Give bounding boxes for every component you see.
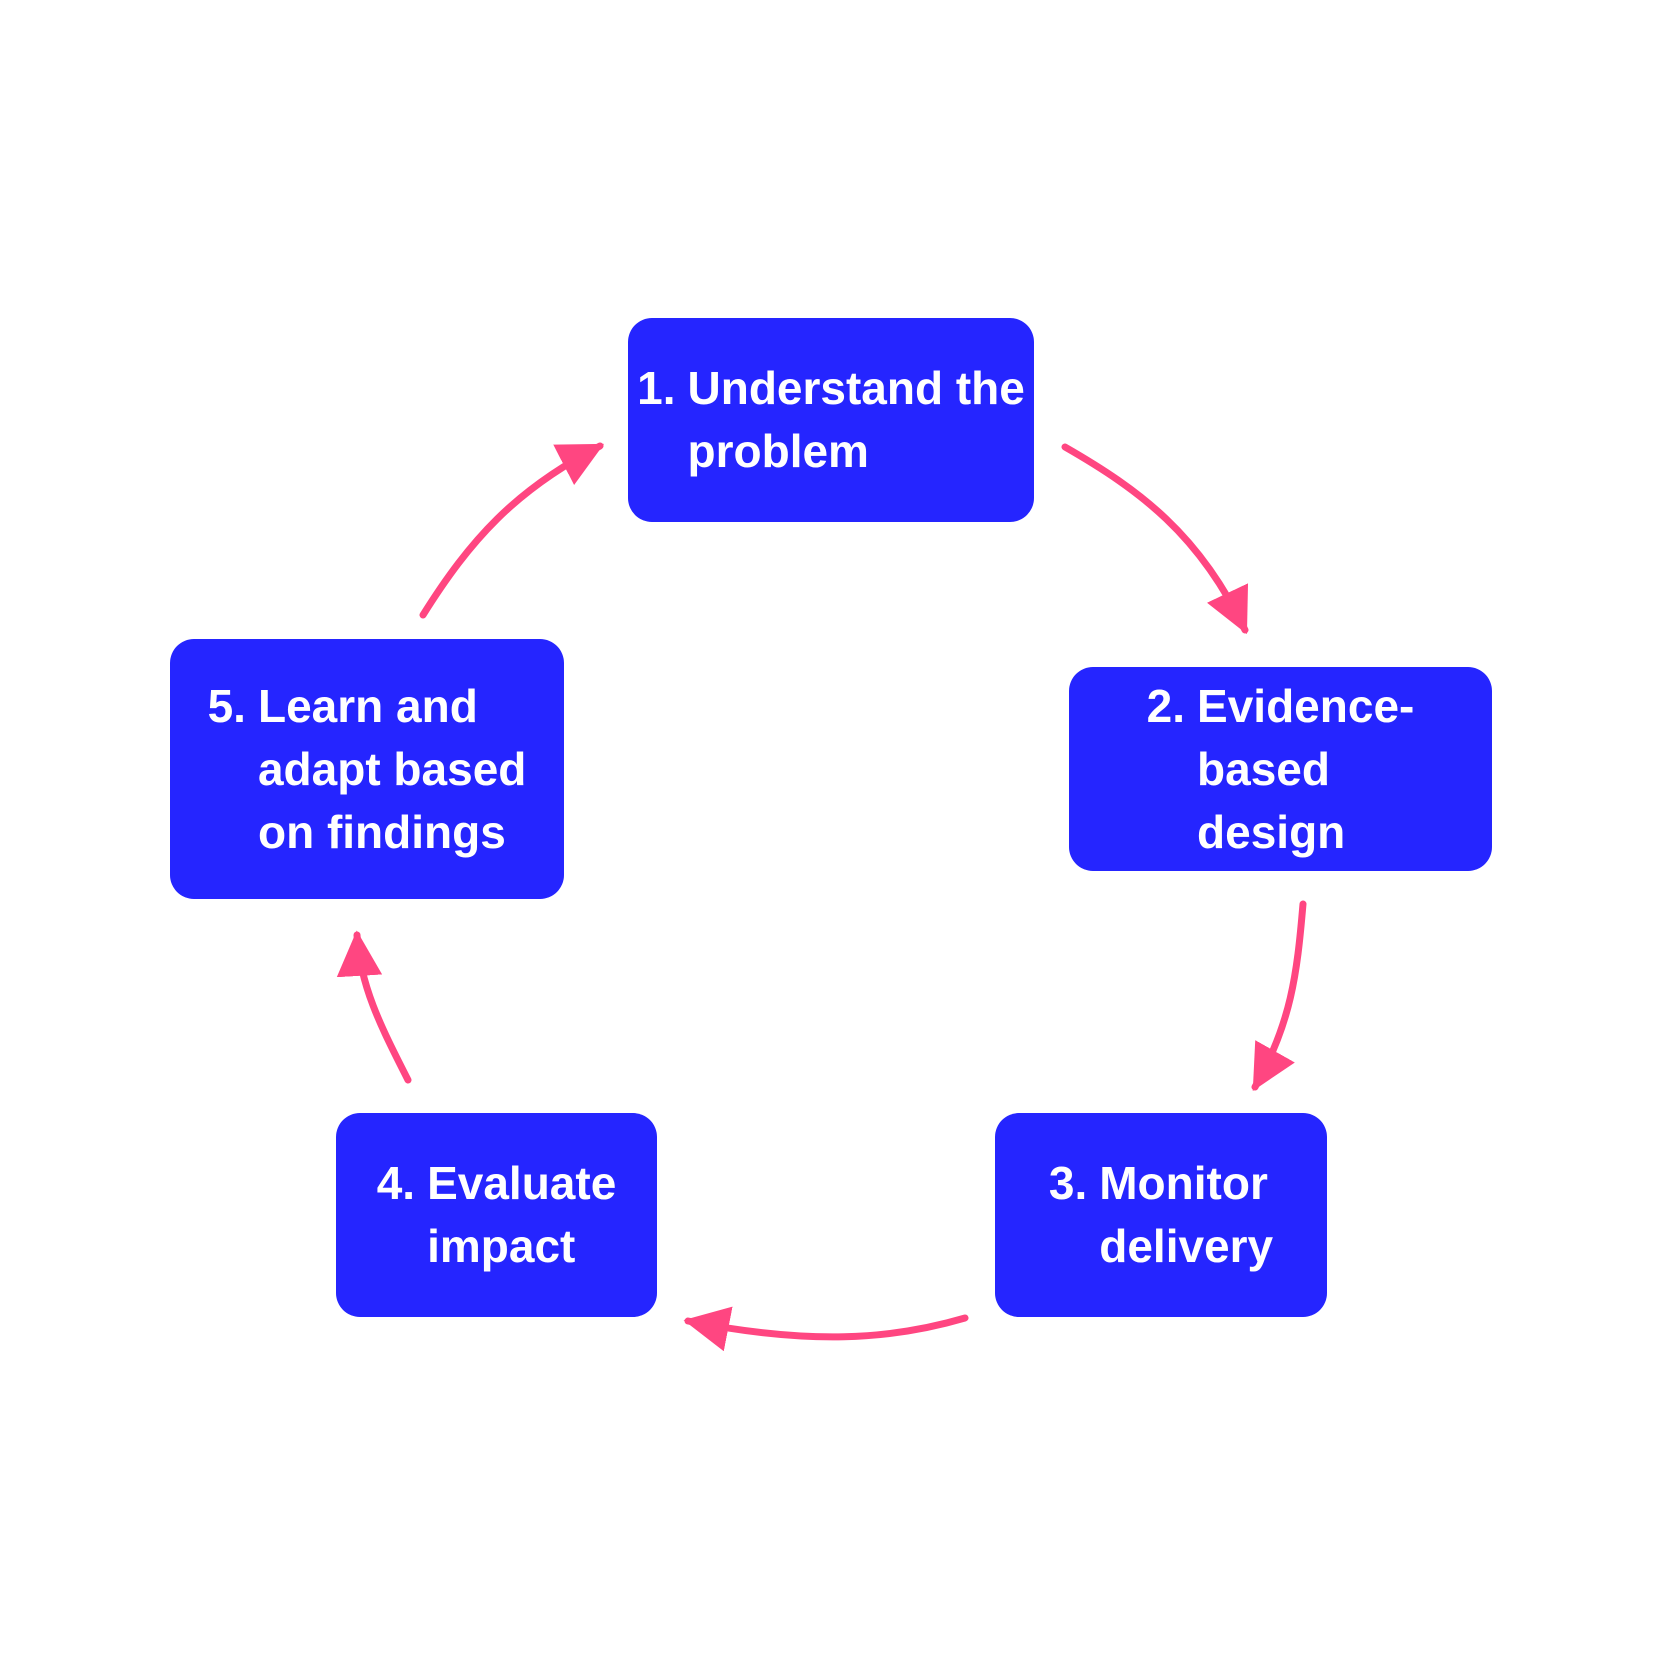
step-number: 5. [207,679,246,732]
arrow-step5-to-step1 [419,442,605,619]
step-number: 3. [1048,1157,1088,1209]
step-number: 4. [376,1157,416,1209]
step-number: 1. [637,362,676,414]
arrow-step3-to-step4 [683,1306,969,1352]
arrow-step1-to-step2 [1061,443,1249,635]
arrow-step4-to-step5 [336,930,412,1084]
step-number: 2. [1146,679,1186,732]
arrow-step2-to-step3 [1251,900,1307,1091]
